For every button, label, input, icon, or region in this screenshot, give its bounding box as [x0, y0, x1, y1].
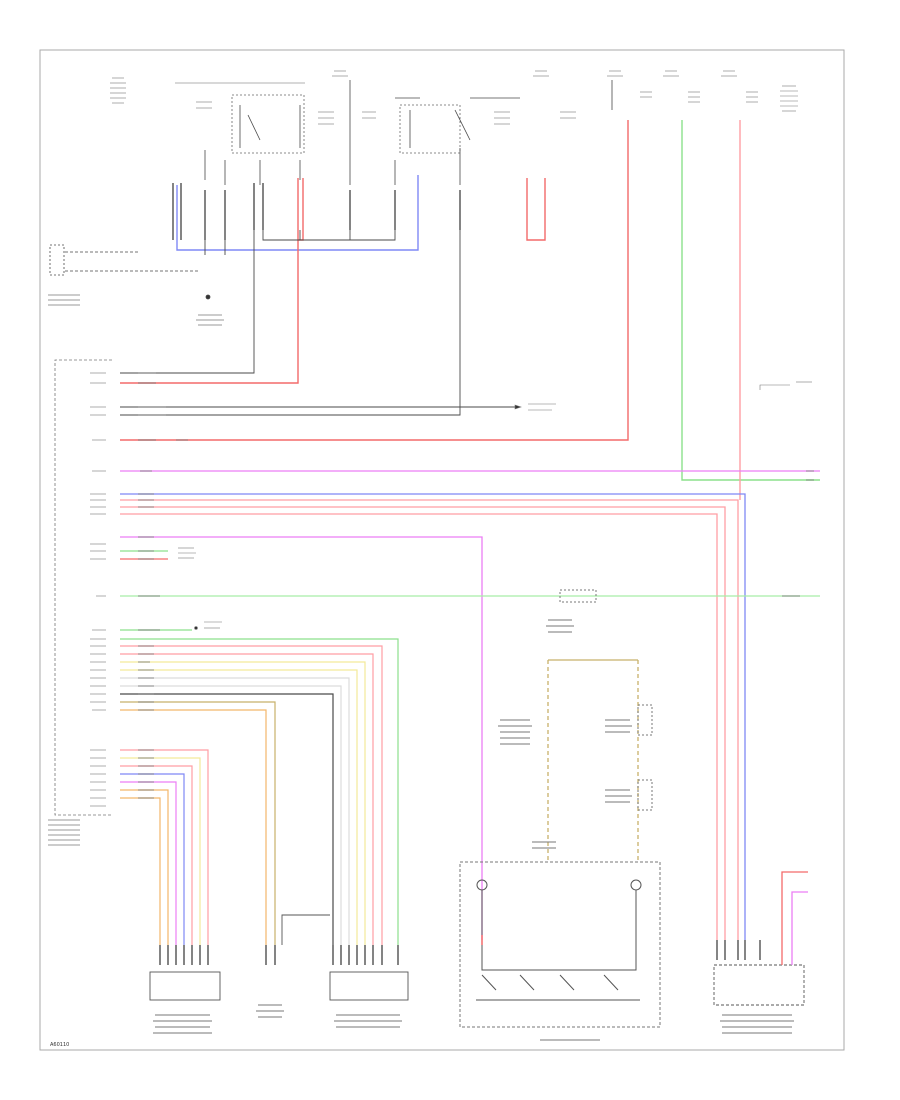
side-notes [178, 381, 812, 630]
ecm-pin-labels [90, 372, 106, 807]
top-gray-wires [120, 230, 515, 416]
top-components [110, 70, 798, 185]
engine-control-module [48, 359, 112, 846]
lower-harness [120, 629, 399, 945]
left-switch-block [48, 244, 224, 326]
center-switch-area [459, 589, 661, 1041]
diagram-frame [39, 49, 845, 1051]
bottom-pins [159, 940, 761, 965]
top-wires [120, 120, 820, 500]
ecm-harness [120, 470, 820, 940]
reference-code: A60110 [50, 1042, 69, 1048]
label-blocks [110, 70, 798, 125]
connector-row-top [172, 183, 461, 240]
wire-color-tags [138, 372, 814, 799]
bottom-connectors [149, 871, 808, 1034]
